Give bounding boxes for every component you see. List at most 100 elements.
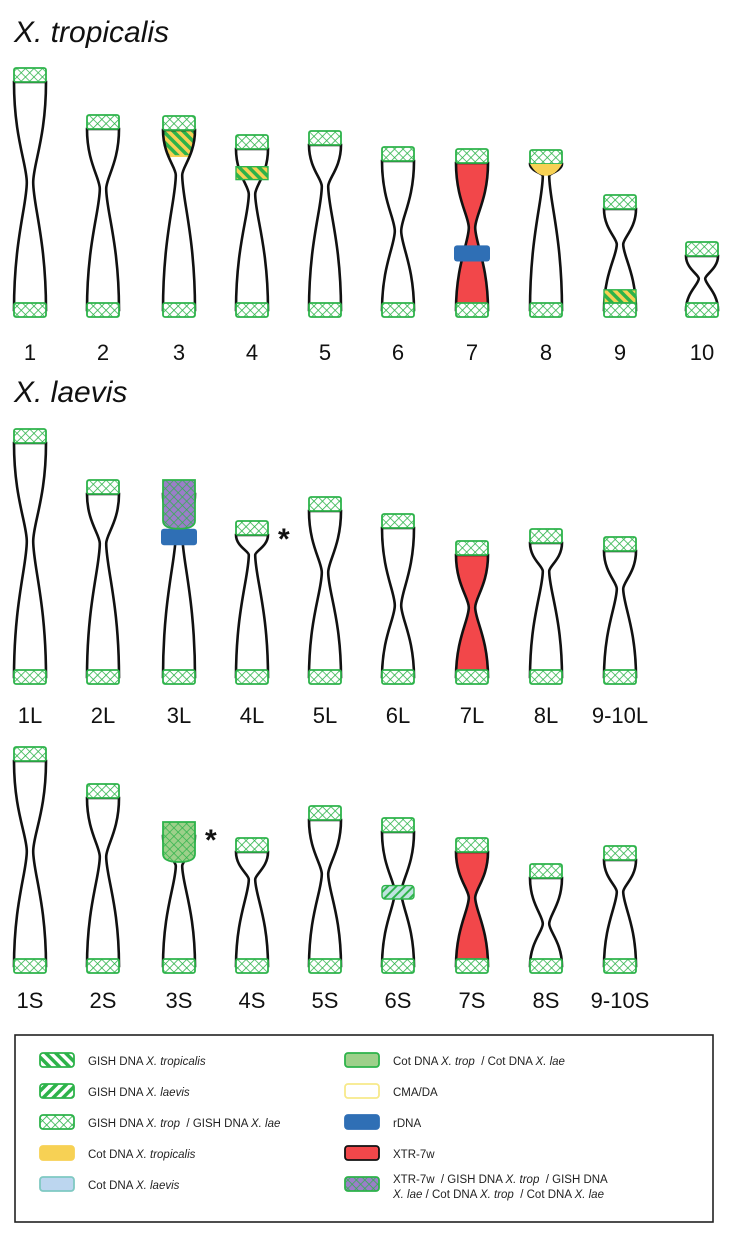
- telomere-top: [235, 837, 269, 853]
- telomere-bottom: [381, 669, 415, 685]
- telomere-top: [455, 837, 489, 853]
- band-gish-trop: [163, 130, 195, 156]
- telomere-top: [685, 241, 719, 257]
- telomere-bottom: [13, 958, 47, 974]
- legend-label-part: X. laevis: [145, 1087, 190, 1099]
- chromosome-9-10l: 9-10L: [592, 536, 648, 728]
- chromosome-label: 8L: [534, 703, 558, 728]
- telomere-bottom: [162, 302, 196, 318]
- chromosome-label: 3S: [166, 988, 193, 1013]
- chromosome-3: 3: [161, 115, 197, 365]
- chromosome-8s: 8S: [528, 863, 564, 1013]
- chromosome-label: 4L: [240, 703, 264, 728]
- telomere-top: [529, 149, 563, 165]
- legend-swatch-cma-da: [344, 1083, 380, 1099]
- legend-label: XTR-7w / GISH DNA X. trop / GISH DNA: [393, 1174, 608, 1186]
- legend-label-part: X. lae: [250, 1118, 280, 1130]
- chromosome-label: 6: [392, 340, 404, 365]
- chromosome-label: 1S: [17, 988, 44, 1013]
- legend-label-part: XTR-7w: [393, 1149, 435, 1161]
- chromosome-3l: 3L: [161, 479, 197, 728]
- legend-label: Cot DNA X. tropicalis: [88, 1149, 196, 1161]
- telomere-top: [86, 479, 120, 495]
- legend-label-part: X. trop: [479, 1189, 514, 1201]
- telomere-bottom: [603, 302, 637, 318]
- chromosome-body-fill: [236, 535, 268, 677]
- band-gish-trop: [235, 166, 269, 181]
- legend-label-part: XTR-7w / GISH DNA: [393, 1174, 505, 1186]
- chromosome-7: 7: [454, 148, 490, 365]
- telomere-top: [235, 134, 269, 150]
- telomere-bottom: [13, 669, 47, 685]
- chromosome-body-fill: [14, 82, 46, 310]
- legend-item: GISH DNA X. trop / GISH DNA X. lae: [39, 1114, 280, 1130]
- telomere-bottom: [86, 669, 120, 685]
- legend-label-part: Cot DNA: [88, 1180, 136, 1192]
- legend-label: CMA/DA: [393, 1087, 438, 1099]
- legend-label-part: X. tropicalis: [145, 1056, 206, 1068]
- chromosome-5: 5: [307, 130, 343, 365]
- chromosome-body-fill: [604, 860, 636, 966]
- chromosome-1s: 1S: [12, 746, 48, 1013]
- chromosome-4: 4: [234, 134, 270, 365]
- chromosome-body-fill: [14, 761, 46, 966]
- legend-swatch-xtr7w: [344, 1145, 380, 1161]
- telomere-top: [603, 845, 637, 861]
- legend-label-part: / Cot DNA: [514, 1189, 575, 1201]
- legend-label: XTR-7w: [393, 1149, 435, 1161]
- telomere-top-all-probes: [162, 479, 196, 530]
- band-xtr7w: [456, 163, 488, 310]
- chromosome-8: 8: [528, 149, 564, 365]
- telomere-bottom: [603, 958, 637, 974]
- legend-label: rDNA: [393, 1118, 421, 1130]
- legend-label: GISH DNA X. trop / GISH DNA X. lae: [88, 1118, 280, 1130]
- chromosome-body-fill: [309, 820, 341, 966]
- telomere-bottom: [685, 302, 719, 318]
- chromosome-label: 9-10S: [591, 988, 650, 1013]
- chromosome-label: 5L: [313, 703, 337, 728]
- chromosome-4s: 4S: [234, 837, 270, 1013]
- chromosome-body-fill: [604, 551, 636, 677]
- legend-item: CMA/DA: [344, 1083, 438, 1099]
- legend-item: XTR-7w: [344, 1145, 435, 1161]
- legend-label: GISH DNA X. laevis: [88, 1087, 190, 1099]
- chromosome-label: 1: [24, 340, 36, 365]
- chromosome-10: 10: [684, 241, 720, 365]
- chromosome-label: 4S: [239, 988, 266, 1013]
- telomere-bottom: [86, 958, 120, 974]
- telomere-top: [603, 194, 637, 210]
- legend-swatch-cot-trop-lae: [344, 1052, 380, 1068]
- telomere-top: [455, 540, 489, 556]
- chromosome-body-fill: [87, 129, 119, 310]
- chromosome-body-fill: [236, 149, 268, 310]
- chromosome-6l: 6L: [380, 513, 416, 728]
- telomere-top-cot-trop-lae: [162, 821, 196, 863]
- chromosome-body-fill: [236, 852, 268, 966]
- chromosome-label: 9: [614, 340, 626, 365]
- telomere-top: [529, 528, 563, 544]
- chromosome-5s: 5S: [307, 805, 343, 1013]
- band-cot-lae-gish: [381, 884, 415, 900]
- chromosome-label: 5S: [312, 988, 339, 1013]
- chromosome-2: 2: [85, 114, 121, 365]
- chromosome-8l: 8L: [528, 528, 564, 728]
- chromosome-2l: 2L: [85, 479, 121, 728]
- telomere-top: [308, 130, 342, 146]
- chromosome-label: 7L: [460, 703, 484, 728]
- legend-label-part: CMA/DA: [393, 1087, 438, 1099]
- chromosome-label: 8: [540, 340, 552, 365]
- chromosome-6: 6: [380, 146, 416, 365]
- telomere-top: [13, 746, 47, 762]
- telomere-bottom: [529, 958, 563, 974]
- legend-label-part: rDNA: [393, 1118, 421, 1130]
- chromosome-body-fill: [530, 164, 562, 310]
- legend-item: GISH DNA X. laevis: [39, 1083, 190, 1099]
- chromosome-3s: *3S: [161, 821, 217, 1013]
- chromosome-2s: 2S: [85, 783, 121, 1013]
- legend-label: Cot DNA X. laevis: [88, 1180, 180, 1192]
- legend-label-part: X. lae: [392, 1189, 422, 1201]
- chromosome-label: 8S: [533, 988, 560, 1013]
- telomere-bottom: [235, 958, 269, 974]
